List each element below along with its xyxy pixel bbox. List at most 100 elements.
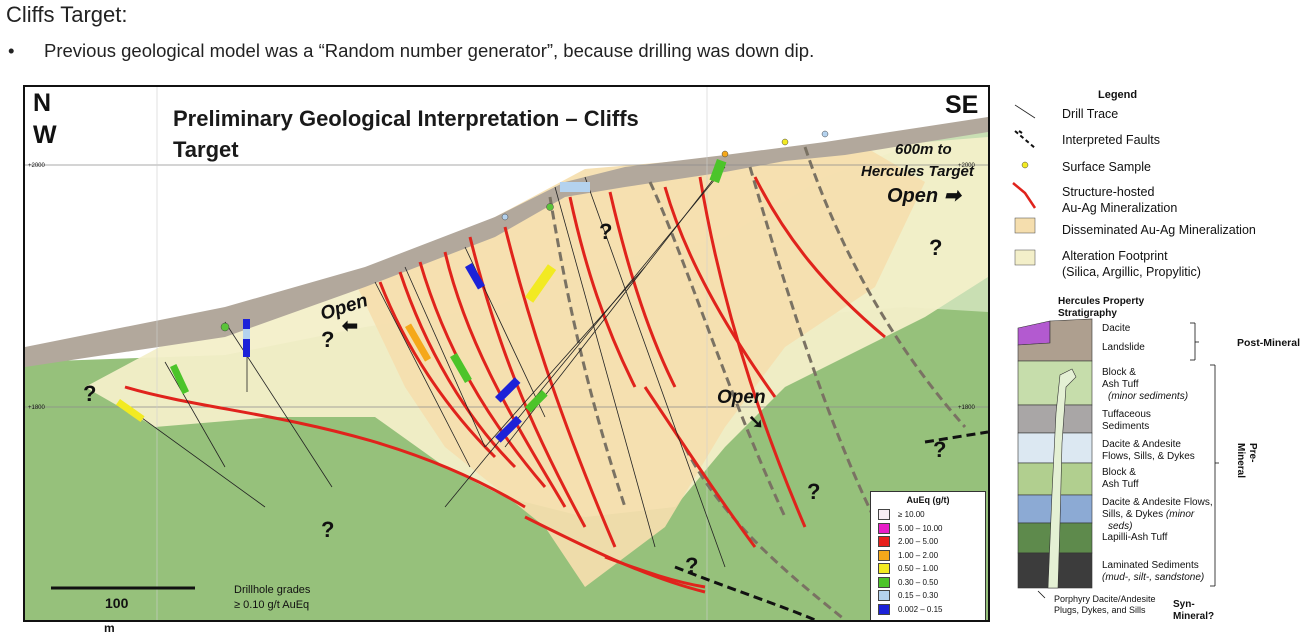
assay-interval	[525, 390, 548, 413]
question-mark: ?	[599, 219, 613, 244]
strat-title-line1: Hercules Property	[1058, 296, 1145, 307]
bullet-marker: •	[8, 40, 15, 61]
grade-legend-row: 0.002 – 0.15	[871, 603, 985, 617]
strat-label-bat-3: (minor sediments)	[1108, 391, 1189, 402]
grade-legend-row: 2.00 – 5.00	[871, 535, 985, 549]
assay-interval	[709, 159, 727, 184]
strat-label-dafm-2: Sills, & Dykes (minor	[1102, 509, 1194, 520]
elevation-label-right-1800: +1800	[958, 405, 975, 411]
surface-sample	[721, 150, 729, 158]
grade-label: 0.15 – 0.30	[898, 591, 939, 601]
fault-trace	[924, 430, 988, 444]
legend-panel: Legend Drill Trace Interpreted Faults Su…	[1010, 85, 1310, 285]
strat-title-line2: Stratigraphy	[1058, 308, 1117, 319]
structure-vein	[568, 196, 637, 388]
grade-swatch	[878, 590, 890, 602]
elevation-label-left-2000: +2000	[28, 163, 45, 169]
drill-trace	[484, 266, 646, 448]
structure-vein	[443, 251, 567, 508]
fault-trace	[748, 166, 877, 521]
section-title-line2: Target	[173, 137, 239, 162]
grade-swatch	[878, 549, 890, 561]
strat-label-daf-2: Flows, Sills, & Dykes	[1102, 451, 1195, 462]
grade-label: 0.50 – 1.00	[898, 564, 939, 574]
grade-label: 0.30 – 0.50	[898, 577, 939, 587]
strat-label-landslide: Landslide	[1102, 342, 1145, 353]
structure-vein	[503, 226, 617, 548]
pre-mineral-label-2: Mineral	[1235, 443, 1246, 479]
strat-label-daf-1: Dacite & Andesite	[1102, 439, 1181, 450]
legend-faults: Interpreted Faults	[1062, 133, 1160, 147]
porphyry-intrusion	[1047, 368, 1077, 589]
structure-vein	[378, 281, 497, 459]
direction-nw-w: W	[33, 121, 57, 149]
drill-trace	[404, 266, 486, 448]
drill-trace	[224, 321, 333, 488]
legend-drill-trace: Drill Trace	[1062, 107, 1119, 121]
fault-extensions	[674, 430, 988, 620]
grade-swatch	[878, 563, 890, 575]
fault-trace	[674, 565, 816, 620]
assay-interval	[449, 353, 472, 383]
scale-bar-value: 100	[105, 595, 129, 611]
structure-mineralization	[124, 176, 886, 594]
assay-interval	[170, 364, 190, 395]
grade-swatch	[878, 603, 890, 615]
cross-section-canvas	[25, 87, 988, 620]
strat-label-laminated-1: Laminated Sediments	[1102, 560, 1199, 571]
grade-label: 1.00 – 2.00	[898, 550, 939, 560]
fault-trace	[683, 446, 846, 620]
strat-label-bat-2: Ash Tuff	[1102, 379, 1139, 390]
disseminated-mineralization	[355, 147, 925, 587]
surface-samples	[220, 130, 829, 332]
open-label-center: Open	[717, 387, 766, 409]
arrow-left-icon: ⬅	[342, 316, 358, 337]
legend-disseminated: Disseminated Au-Ag Mineralization	[1062, 223, 1256, 237]
arrow-down-right-icon: ➘	[748, 412, 764, 433]
drill-trace	[584, 176, 726, 568]
direction-nw-n: N	[33, 89, 52, 117]
structure-vein	[604, 555, 706, 589]
surface-sample	[501, 213, 509, 221]
assay-interval	[243, 329, 250, 339]
drill-note-line2: ≥ 0.10 g/t AuEq	[234, 599, 310, 611]
strat-label-bat2-1: Block &	[1102, 467, 1136, 478]
fault-trace	[648, 181, 787, 518]
assay-interval	[495, 377, 521, 403]
assay-interval	[115, 399, 145, 422]
interpreted-faults	[548, 146, 967, 620]
grade-swatch	[878, 522, 890, 534]
surface-sample	[781, 138, 789, 146]
grade-legend-row: 0.30 – 0.50	[871, 576, 985, 590]
drill-trace	[119, 401, 266, 508]
alteration-symbol	[1014, 249, 1036, 266]
cross-section: N W SE Preliminary Geological Interpreta…	[23, 85, 990, 622]
elevation-label-left-1800: +1800	[28, 405, 45, 411]
structure-vein	[398, 271, 517, 469]
grade-label: 0.002 – 0.15	[898, 604, 943, 614]
grade-legend-row: ≥ 10.00	[871, 508, 985, 522]
bullet-point: •Previous geological model was a “Random…	[8, 40, 814, 62]
grade-label: 2.00 – 5.00	[898, 537, 939, 547]
legend-structure-line1: Structure-hosted	[1062, 185, 1155, 199]
assay-interval	[404, 323, 432, 362]
legend-alteration-line1: Alteration Footprint	[1062, 249, 1168, 263]
porphyry-label-1: Porphyry Dacite/Andesite	[1054, 594, 1156, 604]
legend-alteration-line2: (Silica, Argillic, Propylitic)	[1062, 265, 1201, 279]
grade-legend-row: 0.15 – 0.30	[871, 589, 985, 603]
syn-mineral-label-1: Syn-	[1173, 599, 1195, 610]
fault-symbol-tick	[1018, 130, 1023, 134]
assay-interval	[560, 182, 590, 192]
drill-note-line1: Drillhole grades	[234, 584, 311, 596]
strat-label-dafm-3: seds)	[1108, 521, 1133, 532]
surface-sample	[220, 322, 230, 332]
grade-legend-row: 1.00 – 2.00	[871, 549, 985, 563]
question-mark: ?	[807, 479, 821, 504]
question-mark: ?	[83, 381, 97, 406]
unit-dacite	[1017, 320, 1051, 346]
assay-interval	[465, 263, 485, 290]
surface-sample	[546, 203, 554, 211]
grade-legend-row: 0.50 – 1.00	[871, 562, 985, 576]
